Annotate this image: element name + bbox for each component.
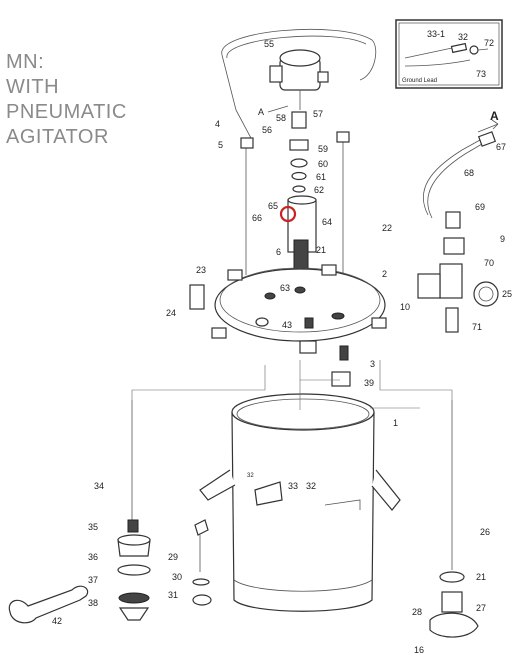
- part-label: 31: [168, 590, 178, 600]
- part-label: 60: [318, 159, 328, 169]
- part-label: 36: [88, 552, 98, 562]
- part-label: 28: [412, 607, 422, 617]
- part-label: 71: [472, 322, 482, 332]
- inset-caption: Ground Lead: [402, 78, 437, 84]
- part-label: 69: [475, 202, 485, 212]
- part-label: 5: [218, 140, 223, 150]
- highlight-circle: [279, 205, 297, 223]
- part-label: 2: [382, 269, 387, 279]
- air-motor: [269, 49, 329, 110]
- lid-fitting: [331, 345, 351, 387]
- title-line: AGITATOR: [6, 126, 109, 148]
- assembly-guide-lines: [131, 360, 453, 410]
- part-label: 4: [215, 119, 220, 129]
- arrow-a-label-right: A: [490, 109, 499, 123]
- arrow-a-markers: A A: [258, 105, 499, 133]
- part-label: 32: [247, 473, 254, 479]
- part-label: 65: [268, 201, 278, 211]
- part-label: 21: [316, 245, 326, 255]
- part-label: 67: [496, 142, 506, 152]
- part-label: 56: [262, 125, 272, 135]
- part-label: 35: [88, 522, 98, 532]
- title-line: WITH: [6, 76, 60, 98]
- part-label: 59: [318, 144, 328, 154]
- title-line: PNEUMATIC: [6, 101, 127, 123]
- part-label: 61: [316, 172, 326, 182]
- part-label: 32: [306, 481, 316, 491]
- part-label: 29: [168, 552, 178, 562]
- part-label: 26: [480, 527, 490, 537]
- part-label: 27: [476, 603, 486, 613]
- part-label: 62: [314, 185, 324, 195]
- title-line: MN:: [6, 51, 45, 73]
- part-label: 34: [94, 481, 104, 491]
- part-label: 63: [280, 283, 290, 293]
- inset-label-33-1: 33-1: [427, 29, 445, 39]
- inset-label-73: 73: [476, 69, 486, 79]
- part-label: 1: [393, 418, 398, 428]
- part-label: 43: [282, 320, 292, 330]
- part-label: 70: [484, 258, 494, 268]
- part-label: 6: [276, 247, 281, 257]
- part-label: 24: [166, 308, 176, 318]
- part-labels: 55 4 5 56 58 57 59 60 61 62 65 66 64 6 2…: [52, 39, 512, 655]
- inset-label-72: 72: [484, 38, 494, 48]
- agitator-shaft: [429, 400, 479, 638]
- part-label: 30: [172, 572, 182, 582]
- ground-lead-inset: 33-1 32 72 73 Ground Lead: [395, 19, 503, 89]
- part-label: 55: [264, 39, 274, 49]
- diagram-side-title: MN: WITH PNEUMATIC AGITATOR: [6, 50, 156, 150]
- agitator-shaft-stack: [287, 111, 317, 282]
- part-label: 10: [400, 302, 410, 312]
- part-label: 66: [252, 213, 262, 223]
- inset-label-32: 32: [458, 32, 468, 42]
- container-lid: [211, 264, 387, 354]
- clamp-bolt: [192, 519, 212, 606]
- part-label: 3: [370, 359, 375, 369]
- pressure-container: [199, 393, 401, 612]
- part-label: 9: [500, 234, 505, 244]
- regulator-assembly: [417, 131, 499, 333]
- agitator-frame: [221, 28, 377, 275]
- part-label: 58: [276, 113, 286, 123]
- part-label: 68: [464, 168, 474, 178]
- part-label: 37: [88, 575, 98, 585]
- part-label: 23: [196, 265, 206, 275]
- left-side-parts: [8, 284, 205, 624]
- part-label: 21: [476, 572, 486, 582]
- part-label: 57: [313, 109, 323, 119]
- part-label: 42: [52, 616, 62, 626]
- part-label: 33: [288, 481, 298, 491]
- part-label: 25: [502, 289, 512, 299]
- part-label: 64: [322, 217, 332, 227]
- part-label: 39: [364, 378, 374, 388]
- part-label: 16: [414, 645, 424, 655]
- arrow-a-label-top: A: [258, 107, 264, 117]
- part-label: 22: [382, 223, 392, 233]
- part-label: 38: [88, 598, 98, 608]
